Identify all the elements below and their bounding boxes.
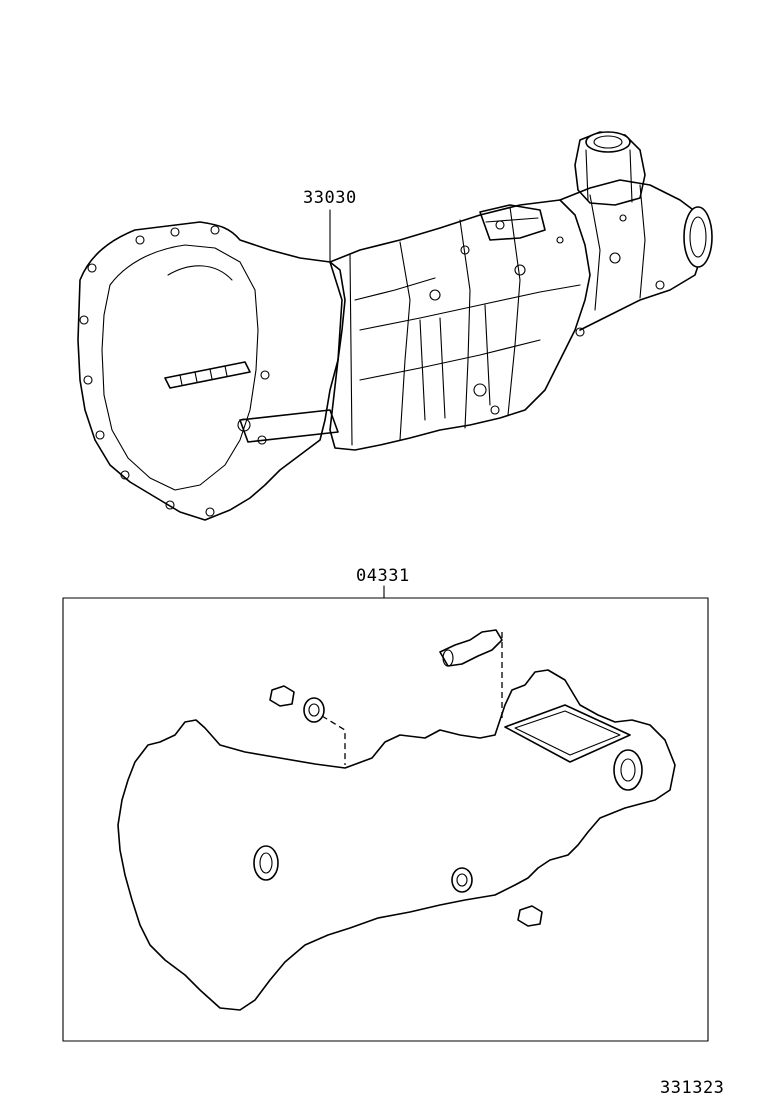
part-number-transmission: 33030	[303, 188, 357, 208]
part-number-gasket-kit: 04331	[356, 566, 410, 586]
transmission-assembly-drawing	[77, 131, 713, 521]
gasket-kit-frame	[62, 597, 709, 1042]
gasket-kit-drawing	[117, 629, 676, 1011]
diagram-reference-number: 331323	[660, 1078, 725, 1098]
